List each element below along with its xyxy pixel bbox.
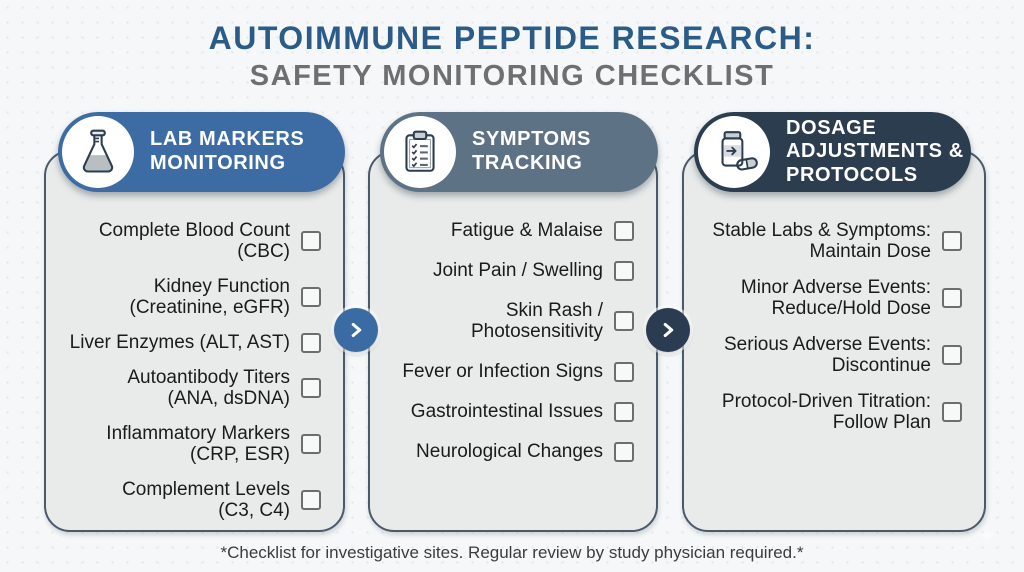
symptoms-list: Fatigue & Malaise Joint Pain / Swelling … [370,152,656,530]
checkbox[interactable] [301,490,321,510]
checklist-item: Autoantibody Titers(ANA, dsDNA) [60,367,321,409]
checkbox[interactable] [614,441,634,462]
lab-markers-card: Complete Blood Count (CBC) Kidney Functi… [44,150,345,532]
item-label: Neurological Changes [416,441,603,462]
checklist-item: Serious Adverse Events:Discontinue [698,334,962,376]
chevron-right-icon [351,322,362,338]
footer-disclaimer: *Checklist for investigative sites. Regu… [220,543,804,562]
checklist-item: Gastrointestinal Issues [384,401,634,422]
item-label: Kidney Function(Creatinine, eGFR) [129,276,291,318]
header-icon-circle [384,116,456,188]
flow-arrow-2 [646,308,690,352]
checklist-item: Kidney Function(Creatinine, eGFR) [60,276,321,318]
item-label: Gastrointestinal Issues [410,401,603,422]
checklist-item: Inflammatory Markers(CRP, ESR) [60,423,321,465]
item-label: Liver Enzymes (ALT, AST) [69,332,290,353]
checkbox[interactable] [301,287,321,307]
page-title: AUTOIMMUNE PEPTIDE RESEARCH: SAFETY MONI… [0,20,1024,93]
checkbox[interactable] [614,311,634,331]
checkbox[interactable] [301,434,321,454]
flow-arrow-1 [334,308,378,352]
checklist-item: Complement Levels(C3, C4) [60,479,321,521]
symptoms-card: Fatigue & Malaise Joint Pain / Swelling … [368,150,658,532]
item-label: Fever or Infection Signs [402,361,603,382]
checklist-item: Minor Adverse Events:Reduce/Hold Dose [698,277,962,319]
header-icon-circle [62,116,134,188]
checkbox[interactable] [942,231,962,251]
lab-markers-list: Complete Blood Count (CBC) Kidney Functi… [46,152,343,530]
lab-markers-header: LAB MARKERS MONITORING [58,112,345,192]
flask-icon [82,129,114,173]
checkbox[interactable] [614,361,634,382]
checklist-item: Fatigue & Malaise [384,220,634,241]
header-label: SYMPTOMS TRACKING [472,128,591,174]
dosage-header: DOSAGE ADJUSTMENTS & PROTOCOLS [694,112,971,192]
header-icon-circle [698,116,770,188]
checkbox[interactable] [942,402,962,422]
pill-bottle-icon [721,131,758,171]
checklist-item: Skin Rash / Photosensitivity [384,300,634,342]
checkbox[interactable] [301,332,321,353]
item-label: Joint Pain / Swelling [432,260,603,281]
header-label: LAB MARKERS MONITORING [150,128,305,174]
item-label: Protocol-Driven Titration:Follow Plan [721,391,931,433]
item-label: Serious Adverse Events:Discontinue [724,334,931,376]
checklist-item: Complete Blood Count (CBC) [60,220,321,262]
checklist-item: Fever or Infection Signs [384,361,634,382]
symptoms-header: SYMPTOMS TRACKING [380,112,658,192]
checkbox[interactable] [614,220,634,241]
checkbox[interactable] [942,288,962,308]
dosage-list: Stable Labs & Symptoms:Maintain Dose Min… [684,152,984,530]
checklist-item: Neurological Changes [384,441,634,462]
title-line-1: AUTOIMMUNE PEPTIDE RESEARCH: [208,20,816,56]
checkbox[interactable] [301,231,321,251]
item-label: Inflammatory Markers(CRP, ESR) [106,423,290,465]
checklist-item: Liver Enzymes (ALT, AST) [60,332,321,353]
item-label: Skin Rash / Photosensitivity [470,300,603,342]
item-label: Complement Levels(C3, C4) [122,479,290,521]
checklist-item: Protocol-Driven Titration:Follow Plan [698,391,962,433]
checkbox[interactable] [614,401,634,422]
item-label: Autoantibody Titers(ANA, dsDNA) [127,367,290,409]
checklist-item: Stable Labs & Symptoms:Maintain Dose [698,220,962,262]
checkbox[interactable] [301,378,321,398]
checklist-item: Joint Pain / Swelling [384,260,634,281]
header-label: DOSAGE ADJUSTMENTS & PROTOCOLS [786,116,964,186]
item-label: Complete Blood Count (CBC) [98,220,290,262]
checkbox[interactable] [942,345,962,365]
clipboard-icon [405,130,435,172]
item-label: Fatigue & Malaise [450,220,603,241]
checkbox[interactable] [614,260,634,281]
title-line-2: SAFETY MONITORING CHECKLIST [249,60,775,92]
chevron-right-icon [663,322,674,338]
dosage-card: Stable Labs & Symptoms:Maintain Dose Min… [682,150,986,532]
item-label: Stable Labs & Symptoms:Maintain Dose [712,220,931,262]
item-label: Minor Adverse Events:Reduce/Hold Dose [740,277,931,319]
